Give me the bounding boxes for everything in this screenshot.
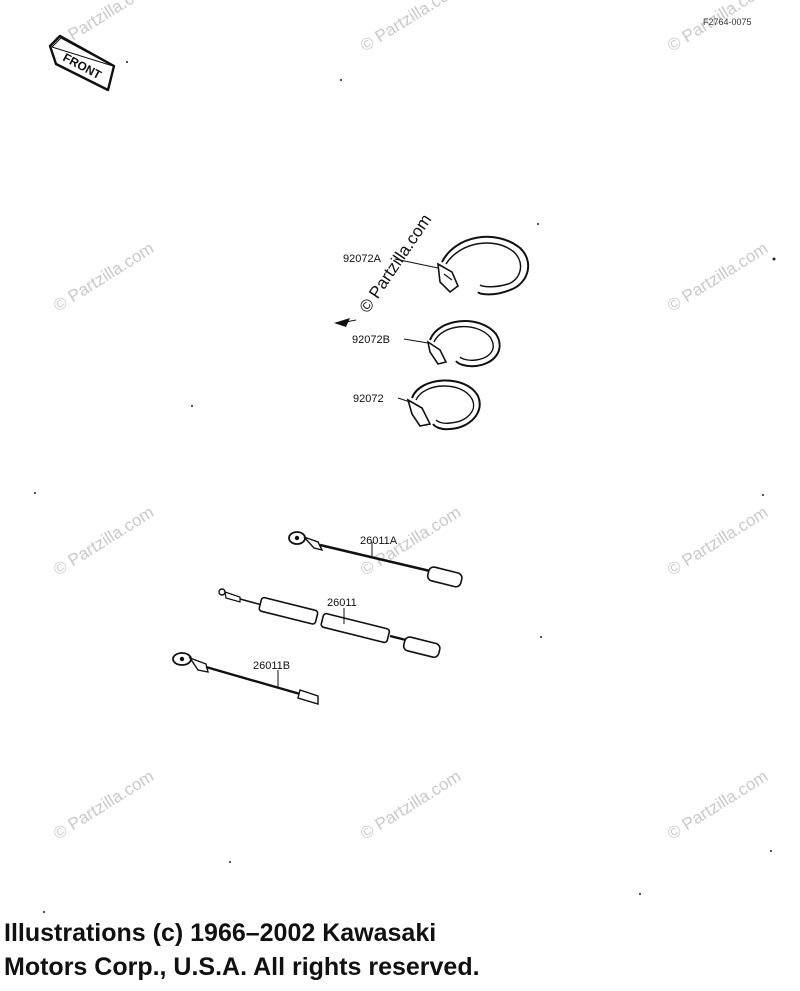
lead-26011b: 26011B (172, 652, 319, 705)
watermark: © Partzilla.com (50, 239, 157, 316)
part-label-26011: 26011 (327, 597, 357, 609)
copyright-line-2: Motors Corp., U.S.A. All rights reserved… (4, 953, 480, 981)
part-label-26011a: 26011A (360, 535, 398, 547)
watermark-grid: © Partzilla.com © Partzilla.com © Partzi… (50, 0, 771, 843)
clamp-92072: 92072 (353, 379, 481, 431)
part-label-92072: 92072 (353, 393, 384, 405)
copyright-notice: Illustrations (c) 1966–2002 Kawasaki Mot… (4, 916, 564, 984)
watermark: © Partzilla.com (664, 0, 771, 55)
part-label-26011b: 26011B (253, 660, 290, 672)
diagram-ref-code: F2764-0075 (703, 17, 752, 27)
lead-26011a: 26011A (288, 531, 463, 588)
copyright-line-1: Illustrations (c) 1966–2002 Kawasaki (4, 919, 437, 947)
watermark: © Partzilla.com (664, 239, 771, 316)
pointer-arrow-icon (334, 318, 357, 327)
watermark: © Partzilla.com (664, 503, 771, 580)
watermark: © Partzilla.com (50, 767, 157, 844)
clamp-92072a: 92072A (343, 235, 530, 296)
watermark: © Partzilla.com (50, 503, 157, 580)
scan-specks (34, 61, 776, 913)
watermark: © Partzilla.com (357, 767, 464, 844)
part-label-92072b: 92072B (352, 334, 390, 346)
clamp-92072b: 92072B (352, 320, 501, 368)
part-label-92072a: 92072A (343, 253, 382, 265)
lead-26011: 26011 (218, 588, 441, 659)
watermark: © Partzilla.com (664, 767, 771, 844)
watermark: © Partzilla.com (357, 0, 464, 55)
front-arrow-icon: FRONT (48, 34, 116, 92)
